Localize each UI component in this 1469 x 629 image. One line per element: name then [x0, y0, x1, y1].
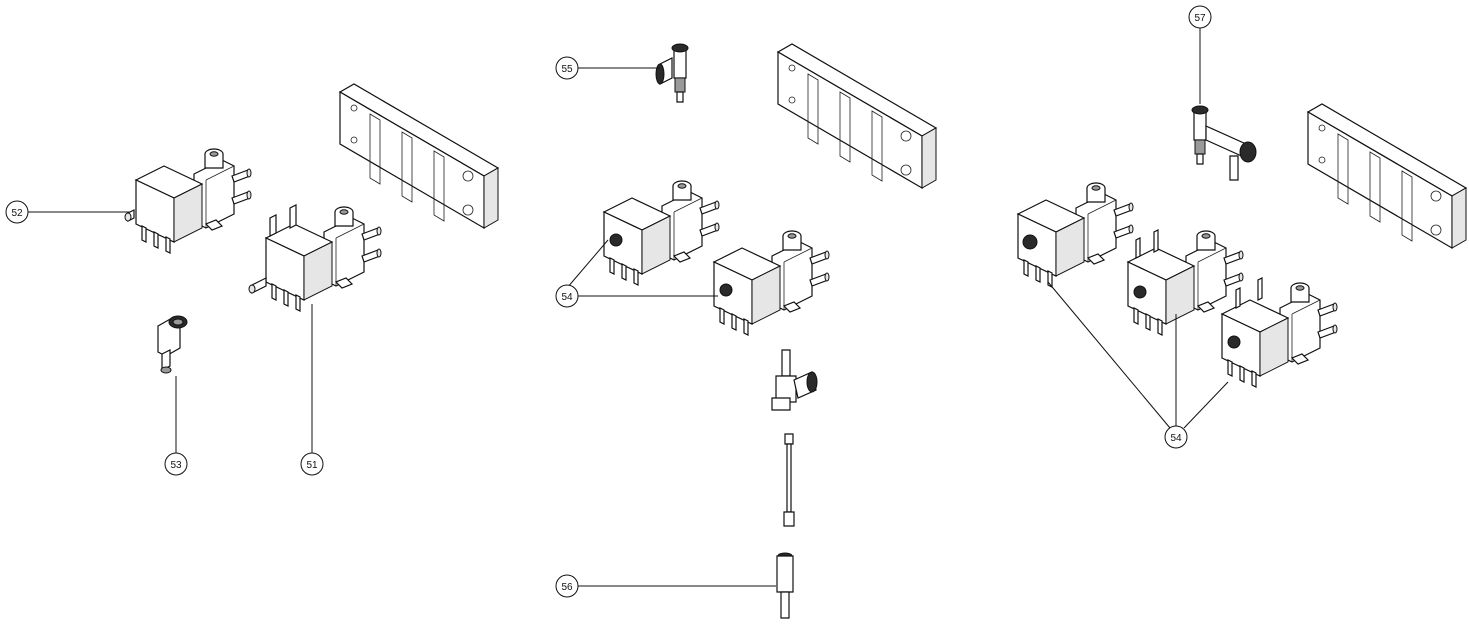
fitting-55	[655, 43, 689, 103]
callout-57: 57	[1188, 5, 1212, 29]
callout-54-middle: 54	[555, 284, 579, 308]
svg-text:54: 54	[561, 292, 573, 303]
tube-fitting	[783, 433, 795, 527]
leader-lines	[28, 28, 1229, 587]
elbow-fitting-53	[157, 315, 188, 374]
mounting-plate-left	[339, 83, 499, 229]
solenoid-valve-54c	[1017, 182, 1134, 288]
middle-assembly	[603, 43, 937, 619]
callout-55: 55	[555, 56, 579, 80]
svg-text:51: 51	[306, 460, 318, 471]
svg-text:56: 56	[561, 582, 573, 593]
elbow-fitting-middle	[771, 349, 818, 411]
callout-54-right: 54	[1164, 425, 1188, 449]
mounting-plate-middle	[777, 43, 937, 189]
svg-text:52: 52	[11, 208, 23, 219]
callout-53: 53	[164, 452, 188, 476]
solenoid-valve-54d	[1127, 229, 1244, 336]
connector-56	[776, 552, 794, 619]
right-assembly	[1017, 103, 1467, 388]
mounting-plate-right	[1307, 103, 1467, 249]
svg-text:53: 53	[170, 460, 182, 471]
callout-56: 56	[555, 574, 579, 598]
solenoid-valve-52	[124, 148, 252, 254]
svg-text:57: 57	[1194, 13, 1206, 24]
svg-text:55: 55	[561, 64, 573, 75]
solenoid-valve-51	[248, 204, 382, 312]
solenoid-valve-54a	[603, 180, 720, 286]
solenoid-valve-54e	[1221, 277, 1338, 388]
callout-51: 51	[300, 452, 324, 476]
left-assembly	[124, 83, 499, 374]
svg-text:54: 54	[1170, 433, 1182, 444]
solenoid-valve-54b	[713, 230, 830, 336]
callout-52: 52	[5, 200, 29, 224]
fitting-57	[1191, 105, 1257, 181]
